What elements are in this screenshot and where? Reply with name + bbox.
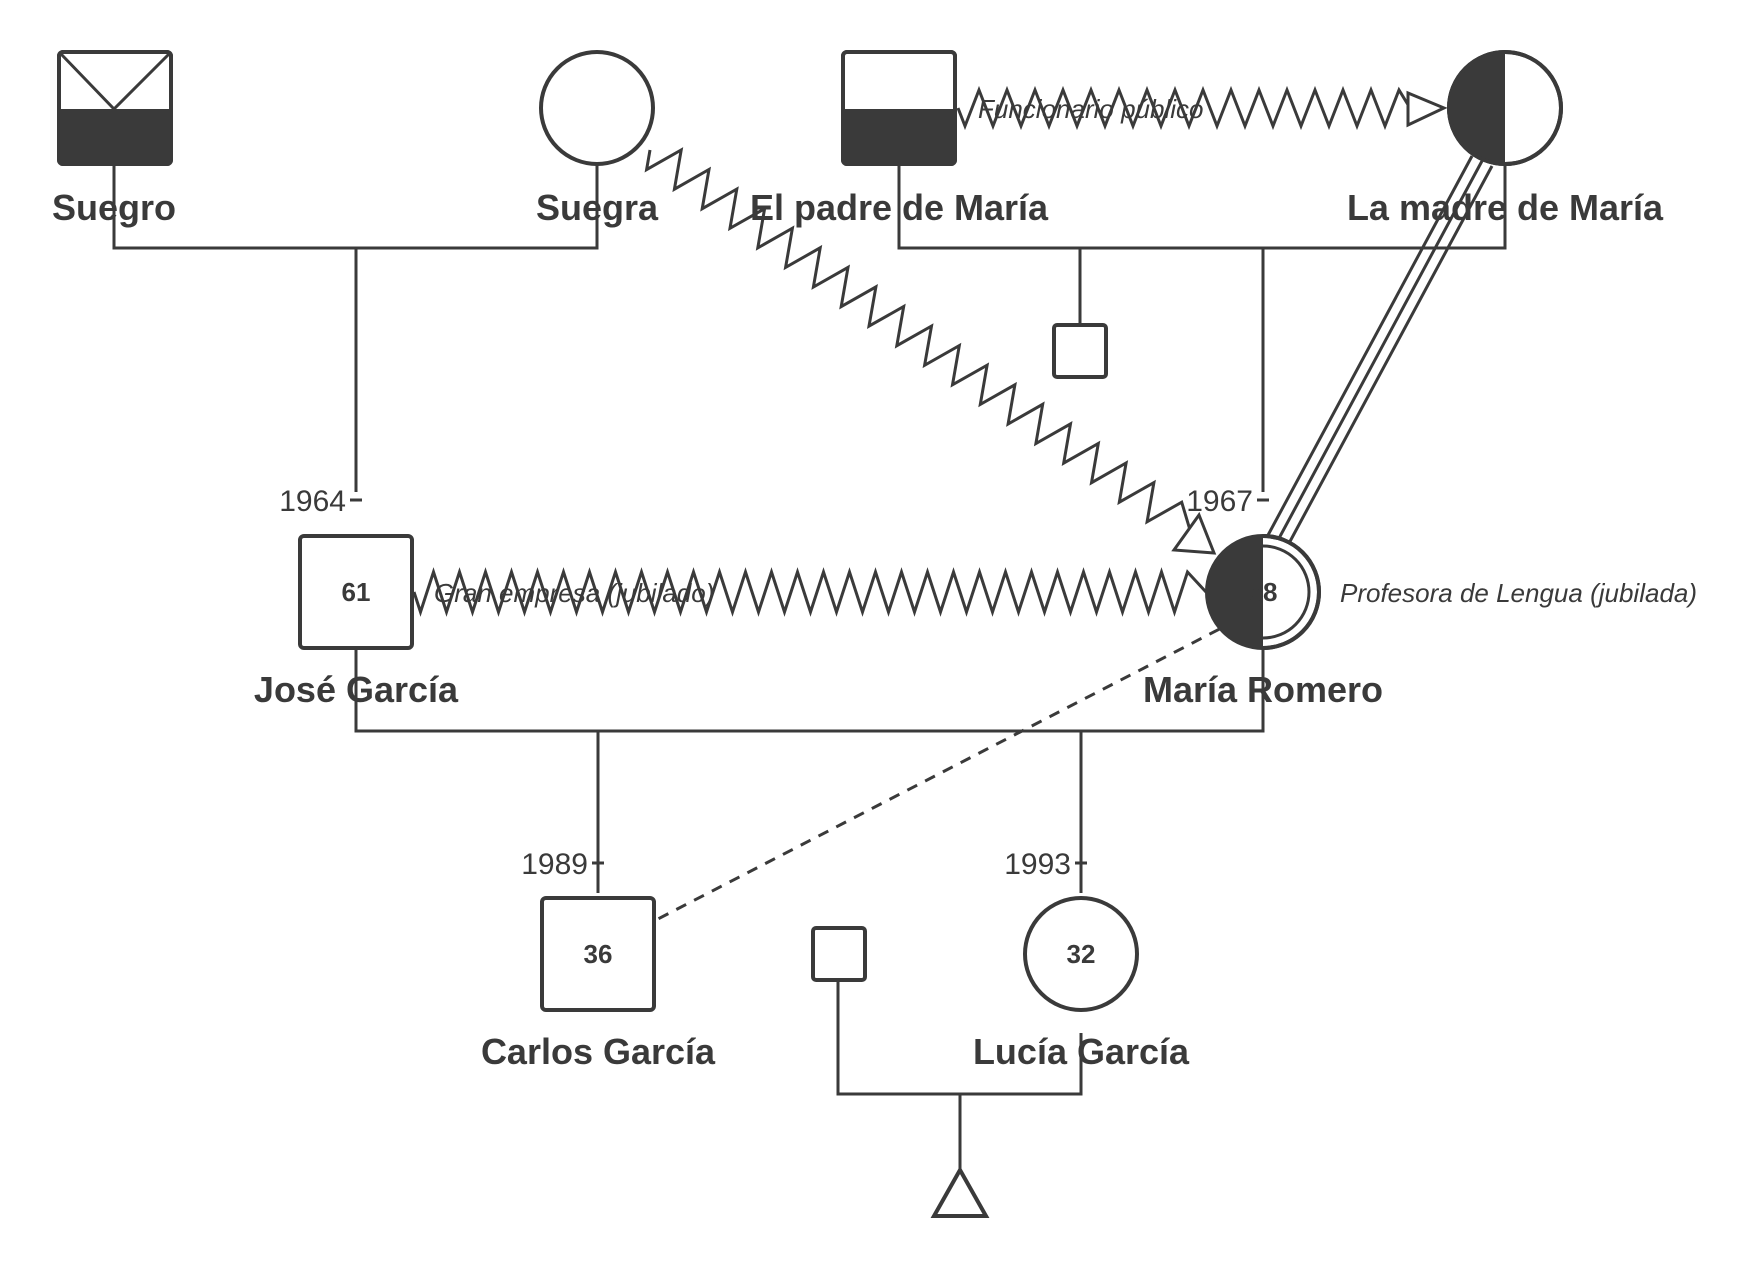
birth-year: 1993 — [1004, 848, 1071, 881]
female-circle-icon — [1023, 896, 1139, 1012]
relationship-lines — [412, 85, 1494, 922]
marriage-line-jose-maria — [354, 648, 1265, 733]
person-name: La madre de María — [1347, 187, 1664, 228]
age-label: 32 — [1067, 939, 1096, 969]
fused-line-madre-maria — [1265, 155, 1494, 548]
marriage-line-suegros — [112, 165, 599, 250]
person-name: Suegro — [52, 187, 176, 228]
male-square-icon — [1052, 323, 1108, 379]
person-madre-maria[interactable]: La madre de María — [1347, 50, 1664, 228]
half-fill-icon — [59, 109, 171, 164]
person-lucia[interactable]: 32 1993 Lucía García — [973, 848, 1190, 1072]
occupation-label-maria: Profesora de Lengua (jubilada) — [1340, 578, 1697, 608]
birth-year: 1964 — [279, 485, 346, 518]
person-suegro[interactable]: Suegro — [52, 50, 176, 228]
pregnancy-triangle-icon[interactable] — [930, 1165, 990, 1218]
age-label: 36 — [584, 939, 613, 969]
index-person-ring-icon — [1262, 544, 1311, 640]
relation-label-jose-maria: Gran empresa (jubilado) — [434, 578, 714, 608]
person-maria[interactable]: 58 1967 María Romero — [1143, 485, 1383, 710]
person-suegra[interactable]: Suegra — [536, 50, 659, 228]
male-square-icon — [811, 926, 867, 982]
female-circle-icon — [539, 50, 655, 166]
year-ticks — [350, 498, 1269, 865]
age-label: 61 — [342, 577, 371, 607]
family-lines — [112, 165, 1507, 1170]
male-square-icon — [298, 534, 414, 650]
birth-year: 1989 — [521, 848, 588, 881]
person-carlos[interactable]: 36 1989 Carlos García — [481, 848, 716, 1072]
person-padre-maria[interactable]: El padre de María — [750, 50, 1049, 228]
birth-year: 1967 — [1186, 485, 1253, 518]
person-name: Lucía García — [973, 1031, 1190, 1072]
conflict-line-jose-maria — [412, 567, 1208, 617]
age-label: 58 — [1249, 577, 1278, 607]
person-name: Suegra — [536, 187, 659, 228]
person-name: Carlos García — [481, 1031, 716, 1072]
male-square-icon — [540, 896, 656, 1012]
half-fill-icon — [843, 109, 955, 164]
person-name: José García — [254, 669, 459, 710]
distant-line-maria-carlos — [655, 618, 1238, 922]
person-lucia-partner[interactable] — [811, 926, 867, 982]
relation-label-padre-madre: Funcionario público — [978, 94, 1203, 124]
arrowhead-padre-madre — [1406, 90, 1448, 128]
hostile-line-padre-madre — [956, 85, 1412, 131]
person-name: El padre de María — [750, 187, 1049, 228]
person-sibling[interactable] — [1052, 323, 1108, 379]
marriage-line-parents-maria — [897, 165, 1507, 250]
envelope-mark-icon — [59, 52, 171, 112]
person-jose[interactable]: 61 1964 José García — [254, 485, 459, 710]
person-name: María Romero — [1143, 669, 1383, 710]
arrowhead-suegra-maria — [1171, 511, 1217, 555]
half-fill-icon — [1449, 52, 1505, 164]
hostile-line-suegra-maria — [644, 147, 1192, 531]
half-fill-icon — [1207, 536, 1263, 648]
